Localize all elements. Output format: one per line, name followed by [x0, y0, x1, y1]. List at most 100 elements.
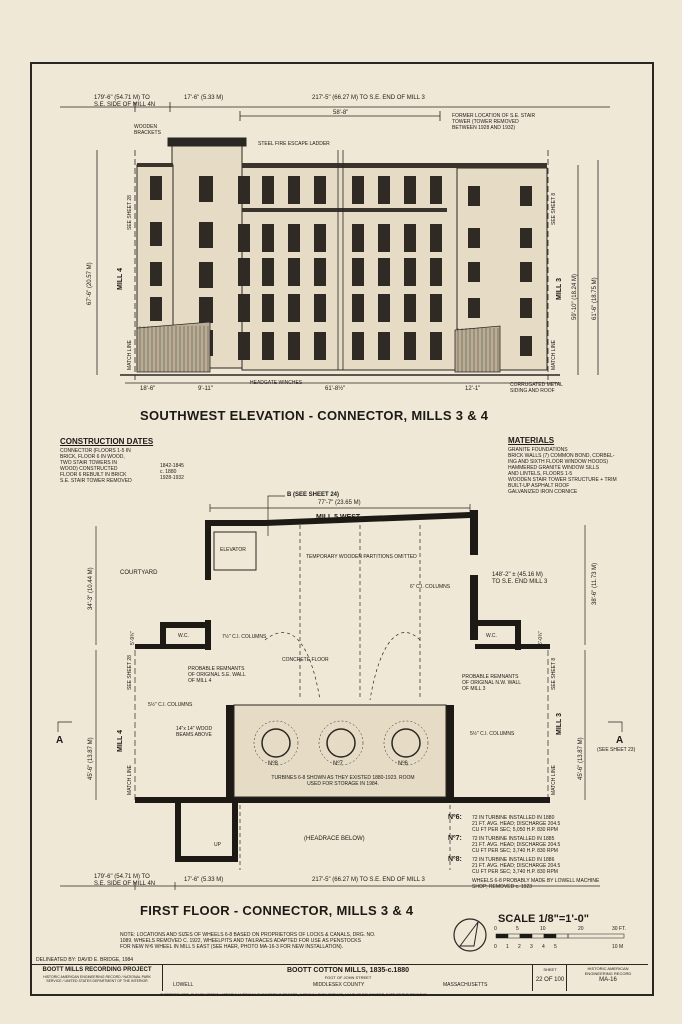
window — [288, 294, 300, 322]
window — [288, 332, 300, 360]
window — [352, 224, 364, 252]
elevation-title: SOUTHWEST ELEVATION - CONNECTOR, MILLS 3… — [140, 408, 489, 423]
elev-dim-17-6: 17'-6" (5.33 M) — [184, 95, 224, 101]
section-a-left: A — [56, 735, 64, 746]
wheels-note: WHEELS 6-8 PROBABLY MADE BY LOWELL MACHI… — [472, 878, 600, 890]
window — [262, 294, 274, 322]
wooden-brackets-label: WOODEN BRACKETS — [134, 124, 161, 136]
dim-45-left: 45'-6" (13.87 M) — [88, 737, 94, 780]
haer-label: HISTORIC AMERICAN ENGINEERING RECORD — [584, 966, 632, 976]
window — [352, 294, 364, 322]
plan-dim-77: 77'-7" (23.65 M) — [318, 500, 361, 506]
window — [378, 176, 390, 204]
dim-61-8: 61'-8½" — [325, 386, 346, 392]
construction-line: S.E. STAIR TOWER REMOVED — [60, 478, 132, 484]
scale-segment — [543, 933, 557, 939]
window — [199, 297, 213, 323]
elev-dim-217: 217'-5" (66.27 M) TO S.E. END OF MILL 3 — [312, 95, 425, 101]
window — [468, 298, 480, 318]
window — [199, 262, 213, 288]
construction-line: TWO STAIR TOWERS IN — [60, 460, 117, 466]
plan-bottom-17-6: 17'-6" (5.33 M) — [184, 877, 224, 883]
ci-columns-6-label: 6" C.I. COLUMNS — [410, 584, 451, 590]
window — [314, 294, 326, 322]
dim-5-9: 5'-9¾" — [130, 630, 136, 645]
corrugated-label: CORRUGATED METAL SIDING AND ROOF — [510, 382, 563, 394]
headrace-label: (HEADRACE BELOW) — [304, 836, 365, 842]
window — [288, 258, 300, 286]
mill3-label: MILL 3 — [556, 277, 563, 300]
scale-segment — [555, 933, 569, 939]
scale-segment — [495, 933, 509, 939]
county: MIDDLESEX COUNTY — [313, 982, 365, 988]
window — [238, 294, 250, 322]
city: LOWELL — [173, 982, 194, 988]
agencies: HISTORIC AMERICAN ENGINEERING RECORD / N… — [43, 975, 151, 983]
plan-title: FIRST FLOOR - CONNECTOR, MILLS 3 & 4 — [140, 903, 414, 918]
window — [404, 224, 416, 252]
plan-match-line-left: MATCH LINE — [127, 765, 133, 795]
temp-partitions-label: TEMPORARY WOODEN PARTITIONS OMITTED — [306, 554, 417, 560]
materials-line: HAMMERED GRANITE WINDOW SILLS — [508, 465, 600, 471]
window — [352, 258, 364, 286]
window — [199, 222, 213, 248]
general-note: NOTE: LOCATIONS AND SIZES OF WHEELS 6-8 … — [120, 932, 376, 950]
elevator-label: ELEVATOR — [220, 547, 246, 553]
construction-line: FLOOR 6 REBUILT IN BRICK — [60, 472, 127, 478]
window — [352, 332, 364, 360]
window — [430, 176, 442, 204]
remnants-right-label: PROBABLE REMNANTS OF ORIGINAL N.W. WALL … — [462, 674, 521, 692]
window — [378, 258, 390, 286]
match-line-left: MATCH LINE — [127, 340, 133, 370]
mills-name: BOOTT COTTON MILLS, 1835-c.1880 — [286, 967, 409, 974]
window — [468, 186, 480, 206]
ci-columns-7-label: 7½" C.I. COLUMNS — [222, 634, 267, 640]
mills-cell: BOOTT COTTON MILLS, 1835-c.1880 FOOT OF … — [162, 965, 533, 991]
dim-12-1: 12'-1" — [465, 386, 481, 392]
materials-line: WOODEN STAIR TOWER STRUCTURE + TRIM — [508, 477, 617, 483]
window — [238, 224, 250, 252]
window — [238, 332, 250, 360]
window — [150, 262, 162, 286]
dim-45-right: 45'-6" (13.87 M) — [578, 737, 584, 780]
window — [314, 176, 326, 204]
window — [199, 176, 213, 202]
window — [404, 294, 416, 322]
dim-34-3: 34'-3" (10.44 M) — [88, 567, 94, 610]
construction-header: CONSTRUCTION DATES — [60, 437, 154, 446]
mill4-label: MILL 4 — [117, 267, 124, 290]
see-sheet-28-label: SEE SHEET 28 — [127, 195, 133, 230]
sheet-number: 22 OF 100 — [535, 977, 565, 983]
project-name: BOOTT MILLS RECORDING PROJECT — [42, 967, 152, 973]
window — [430, 258, 442, 286]
window — [288, 224, 300, 252]
window — [520, 262, 532, 282]
wheel-7-label: Nº7 — [333, 761, 343, 767]
courtyard-label: COURTYARD — [120, 570, 158, 576]
window — [520, 298, 532, 318]
materials-line: AND LINTELS, FLOORS 1-5 — [508, 471, 573, 477]
dim-18-6: 18'-6" — [140, 386, 156, 392]
dim-148: 148'-2" ± (45.16 M)TO S.E. END MILL 3 — [492, 572, 548, 585]
window — [520, 186, 532, 206]
wheel-6-label: Nº6 — [398, 761, 408, 767]
match-line-right: MATCH LINE — [551, 340, 557, 370]
window — [150, 176, 162, 200]
height-right2-label: 61'-6" (18.75 M) — [592, 277, 598, 320]
materials-line: ING AND SIXTH FLOOR WINDOW HOODS) — [508, 459, 609, 465]
fire-escape-label: STEEL FIRE ESCAPE LADDER — [258, 141, 330, 147]
window — [262, 176, 274, 204]
wood-beams-label: 14"x 14" WOOD BEAMS ABOVE — [176, 726, 213, 738]
window — [314, 224, 326, 252]
scale-segment — [507, 933, 521, 939]
state: MASSACHUSETTS — [443, 982, 488, 988]
plan-match-line-right: MATCH LINE — [551, 765, 557, 795]
project-cell: BOOTT MILLS RECORDING PROJECT HISTORIC A… — [32, 965, 162, 991]
section-a-right: A — [616, 735, 624, 746]
window — [262, 224, 274, 252]
footer-credit: IF REPRODUCED, PLEASE CREDIT: HISTORIC A… — [160, 993, 427, 997]
turbines-note: TURBINES 6-8 SHOWN AS THEY EXISTED 1880-… — [271, 775, 415, 787]
delineated-by: DELINEATED BY: DAVID E. BRIDGE, 1984 — [36, 957, 134, 963]
haer-number: MA-16 — [599, 977, 617, 983]
